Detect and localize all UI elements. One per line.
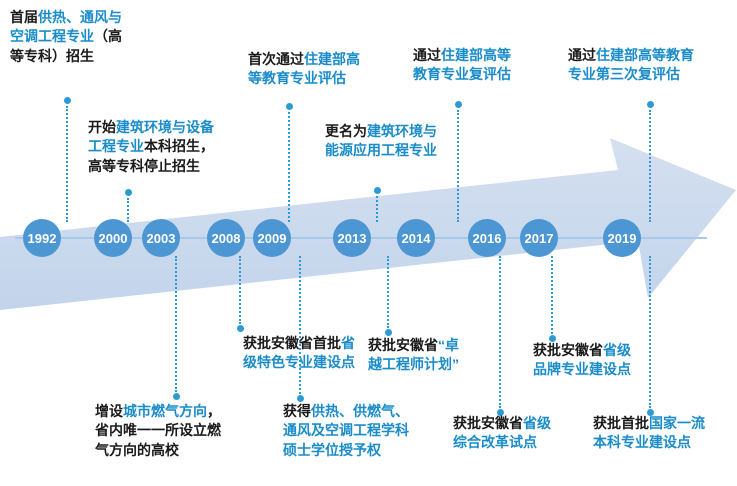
note-segment: 获批首批 (593, 415, 649, 431)
event-note-1992: 首届供热、通风与空调工程专业（高等专科）招生 (10, 8, 126, 66)
connector-dot-2016 (497, 409, 504, 416)
event-note-2009-bottom: 获得供热、供燃气、通风及空调工程学科硕士学位授予权 (283, 402, 411, 460)
note-segment: 开始 (88, 119, 116, 135)
event-note-2014: 通过住建部高等教育专业复评估 (413, 46, 515, 85)
connector-line-2000 (127, 198, 129, 222)
note-segment: 住建部高等教育专业第三次复评估 (568, 47, 694, 83)
note-segment: 城市燃气方向 (123, 403, 207, 419)
connector-dot-2009-top (286, 103, 293, 110)
connector-dot-2014 (455, 101, 462, 108)
event-note-2019-bottom: 获批首批国家一流本科专业建设点 (593, 414, 707, 453)
event-note-2000: 开始建筑环境与设备工程专业本科招生，高等专科停止招生 (88, 118, 216, 176)
connector-line-2009-top (288, 112, 290, 222)
connector-line-2019-bottom (649, 256, 651, 408)
connector-dot-2009-bottom (297, 395, 304, 402)
note-segment: 获批安徽省 (368, 337, 438, 353)
note-segment: 增设 (95, 403, 123, 419)
event-note-2009-top: 首次通过住建部高等教育专业评估 (248, 50, 362, 89)
note-segment: 首届 (10, 9, 38, 25)
event-note-2016: 获批安徽省省级综合改革试点 (453, 414, 553, 453)
note-segment: ，省内唯一一所设立燃气方向的高校 (95, 403, 221, 458)
note-segment: 住建部高等教育专业评估 (248, 51, 360, 87)
event-note-2008: 获批安徽省首批省级特色专业建设点 (243, 334, 357, 373)
note-segment: 建筑环境与能源应用工程专业 (325, 123, 437, 159)
note-segment: 住建部高等教育专业复评估 (413, 47, 511, 83)
year-marker-2009: 2009 (253, 219, 291, 257)
year-marker-2014: 2014 (397, 219, 435, 257)
connector-dot-2019-bottom (647, 409, 654, 416)
connector-line-2013-bottom (387, 256, 389, 328)
connector-line-2008 (239, 256, 241, 324)
connector-line-2017 (551, 256, 553, 334)
event-note-2019-top: 通过住建部高等教育专业第三次复评估 (568, 46, 698, 85)
connector-dot-2000 (125, 189, 132, 196)
connector-line-2009-bottom (299, 256, 301, 394)
note-segment: “卓越工程师计划” (368, 337, 459, 373)
note-segment: 省级综合改革试点 (453, 415, 551, 451)
connector-dot-1992 (64, 97, 71, 104)
year-marker-2016: 2016 (468, 219, 506, 257)
note-segment: 本科招生，高等专科停止招生 (88, 138, 214, 174)
note-segment: 建筑环境与设备工程专业 (88, 119, 214, 155)
year-marker-1992: 1992 (23, 219, 61, 257)
connector-dot-2003 (173, 393, 180, 400)
connector-dot-2017 (549, 335, 556, 342)
note-segment: 通过 (413, 47, 441, 63)
year-marker-2019: 2019 (603, 219, 641, 257)
note-segment: 首次通过 (248, 51, 304, 67)
connector-line-2003 (175, 256, 177, 392)
year-marker-2013: 2013 (333, 219, 371, 257)
event-note-2013-bottom: 获批安徽省“卓越工程师计划” (368, 336, 468, 375)
note-segment: 获批安徽省 (453, 415, 523, 431)
year-marker-2000: 2000 (94, 219, 132, 257)
year-marker-2003: 2003 (142, 219, 180, 257)
event-note-2013-top: 更名为建筑环境与能源应用工程专业 (325, 122, 439, 161)
connector-line-2014 (457, 110, 459, 222)
note-segment: 供热、供燃气、通风及空调工程学科硕士学位授予权 (283, 403, 409, 458)
note-segment: 更名为 (325, 123, 367, 139)
note-segment: （高等专科）招生 (10, 28, 122, 64)
connector-dot-2013-bottom (385, 329, 392, 336)
connector-line-1992 (66, 106, 68, 222)
note-segment: 省级特色专业建设点 (243, 335, 355, 371)
connector-line-2016 (499, 256, 501, 408)
event-note-2003: 增设城市燃气方向，省内唯一一所设立燃气方向的高校 (95, 402, 223, 460)
note-segment: 获批安徽省首批 (243, 335, 341, 351)
connector-dot-2013-top (374, 187, 381, 194)
note-segment: 通过 (568, 47, 596, 63)
connector-dot-2008 (237, 325, 244, 332)
note-segment: 获得 (283, 403, 311, 419)
note-segment: 国家一流本科专业建设点 (593, 415, 705, 451)
arrow-shape (0, 138, 736, 310)
connector-line-2013-top (376, 196, 378, 222)
year-marker-2008: 2008 (207, 219, 245, 257)
year-marker-2017: 2017 (520, 219, 558, 257)
connector-dot-2019-top (647, 101, 654, 108)
note-segment: 供热、通风与空调工程专业 (10, 9, 122, 45)
note-segment: 省级品牌专业建设点 (533, 342, 631, 378)
note-segment: 获批安徽省 (533, 342, 603, 358)
event-note-2017: 获批安徽省省级品牌专业建设点 (533, 341, 633, 380)
connector-line-2019-top (649, 110, 651, 222)
